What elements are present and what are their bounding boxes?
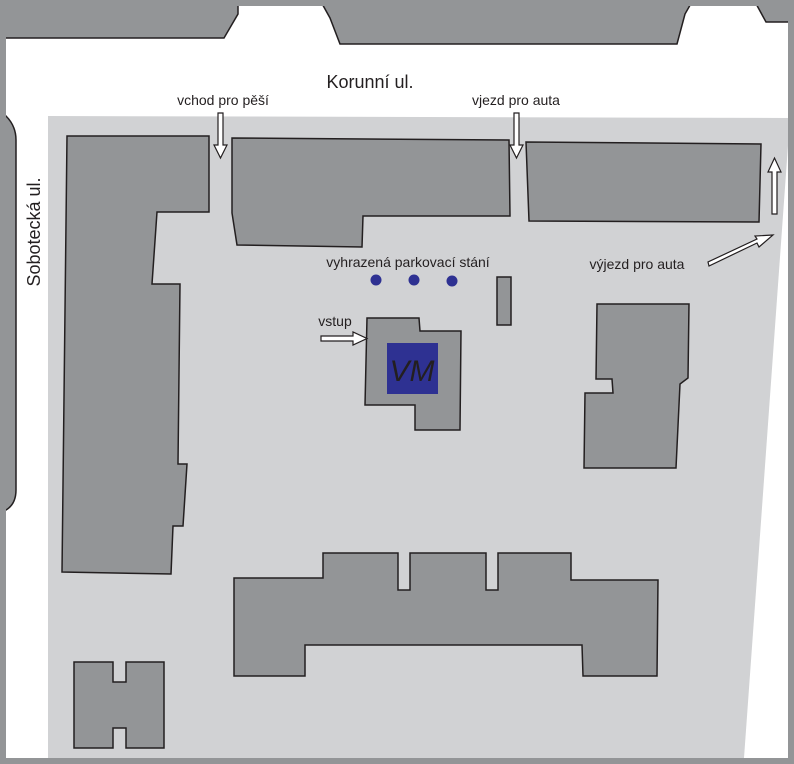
building-east <box>583 303 690 469</box>
building-small-pillar <box>496 276 512 326</box>
car-exit-arrow-vertical <box>767 156 782 215</box>
pedestrian-entrance-label: vchod pro pěší <box>177 92 269 108</box>
street-block-top-middle <box>319 0 694 45</box>
street-label-west: Sobotecká ul. <box>24 177 44 286</box>
parking-space-1 <box>370 274 382 286</box>
building-north-center <box>231 137 511 248</box>
building-south-complex <box>233 552 659 677</box>
parking-space-2 <box>408 274 420 286</box>
street-block-top-left <box>0 0 239 39</box>
entry-label: vstup <box>318 313 352 329</box>
parking-space-3 <box>446 275 458 287</box>
reserved-parking-label: vyhrazená parkovací stání <box>326 254 490 270</box>
vm-logo-text: VM <box>390 355 435 388</box>
entry-arrow <box>320 331 369 346</box>
building-north-east <box>525 141 762 223</box>
car-entrance-arrow <box>509 112 524 160</box>
pedestrian-entrance-arrow <box>213 112 228 160</box>
car-exit-arrow-diagonal <box>707 234 775 267</box>
street-label-north: Korunní ul. <box>326 72 413 92</box>
building-west-long <box>61 135 210 575</box>
car-exit-label: výjezd pro auta <box>590 256 685 272</box>
car-entrance-label: vjezd pro auta <box>472 92 560 108</box>
building-south-west <box>73 661 165 749</box>
vm-logo <box>387 343 438 394</box>
